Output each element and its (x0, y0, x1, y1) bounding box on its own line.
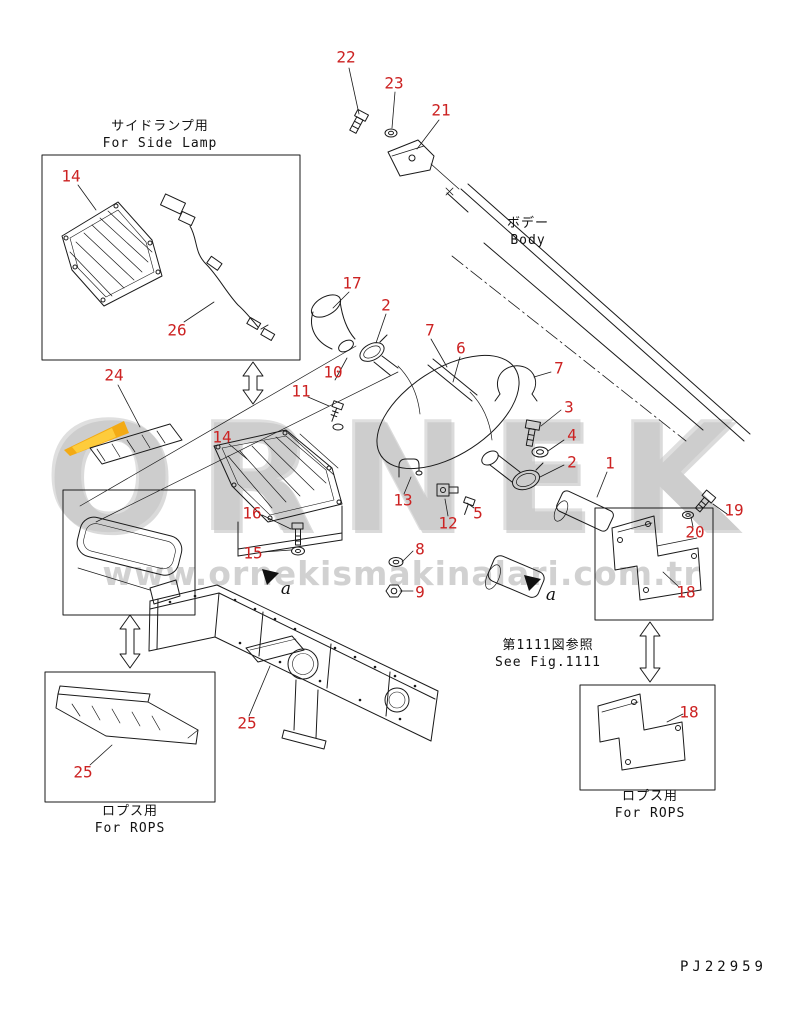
leader-lines (77, 67, 728, 766)
rops-bracket-bottom-drawing (597, 693, 686, 771)
rops-bracket-right-drawing (611, 515, 702, 601)
top-bolt-washer-drawing (349, 108, 435, 177)
rops-cover-drawing (55, 685, 199, 745)
view-link-arrows (119, 361, 661, 683)
frame-assembly-drawing (148, 584, 439, 750)
mounting-bracket-drawing (79, 345, 399, 557)
detail-boxes (41, 154, 716, 803)
side-lamp-bracket-drawing (61, 193, 276, 341)
body-panel-drawing (445, 183, 751, 442)
doc-number: PJ22959 (679, 959, 767, 975)
section-ref-arrows (262, 569, 541, 591)
heat-guard-drawing (76, 423, 183, 605)
muffler-assembly-drawing (310, 294, 717, 598)
